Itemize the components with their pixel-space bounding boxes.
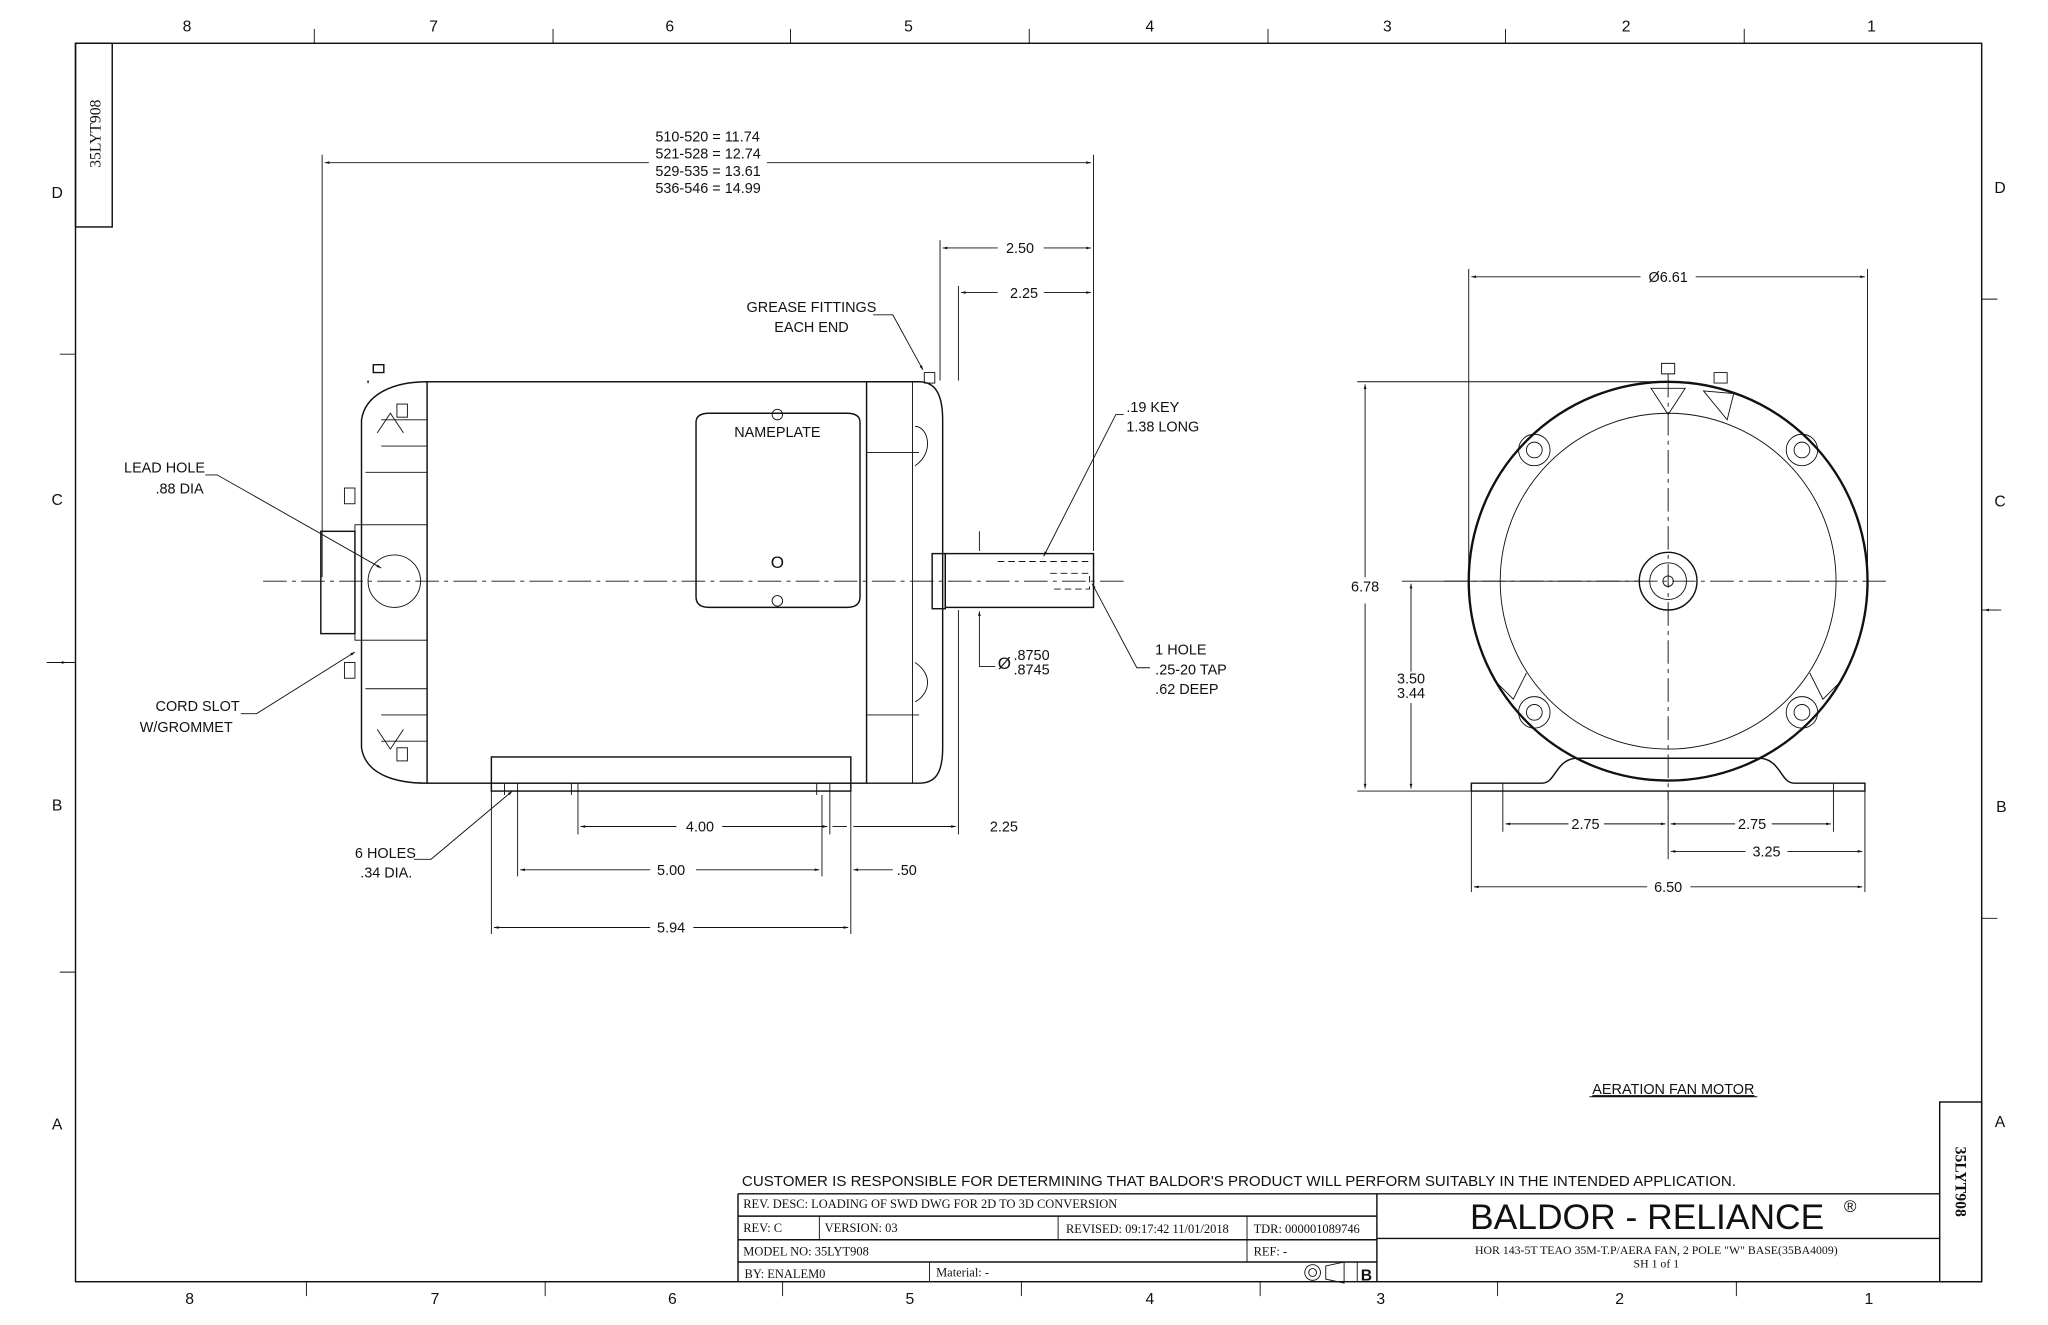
sheet-number: SH 1 of 1 [1634, 1256, 1680, 1270]
zone-col: 8 [185, 1291, 194, 1308]
dimension-2-75-left: 2.75 [1571, 817, 1599, 833]
zone-row: A [52, 1117, 63, 1134]
tap-hole-note: 1 HOLE.25-20 TAP.62 DEEP [1155, 643, 1227, 698]
dimension-2-75-right: 2.75 [1738, 817, 1766, 833]
zone-col: 2 [1622, 18, 1631, 35]
dimension-4-00: 4.00 [686, 820, 714, 836]
shaft-diameter-dimension: .8750.8745 [1014, 648, 1050, 678]
dimension-2-25-bottom: 2.25 [990, 820, 1018, 836]
zone-col: 1 [1864, 1291, 1873, 1308]
sheet-size: B [1361, 1267, 1372, 1284]
revision: REV: C [743, 1221, 782, 1235]
zone-labels-top: 8 7 6 5 4 3 2 1 [183, 18, 1876, 35]
overall-length-dimension: 510-520 = 11.74 521-528 = 12.74 529-535 … [655, 130, 764, 197]
rear-endbell [866, 381, 944, 784]
lead-hole-boss [320, 530, 356, 635]
model-number: MODEL NO: 35LYT908 [743, 1244, 869, 1258]
drawing-description: HOR 143-5T TEAO 35M-T.P/AERA FAN, 2 POLE… [1475, 1243, 1838, 1257]
company-name: BALDOR - RELIANCE [1470, 1197, 1824, 1237]
dimension-5-00: 5.00 [657, 863, 685, 879]
title-block: CUSTOMER IS RESPONSIBLE FOR DETERMINING … [737, 1173, 1940, 1284]
zone-row: A [1995, 1114, 2006, 1131]
dimension-6-50: 6.50 [1654, 880, 1682, 896]
front-diameter-dimension: Ø6.61 [1648, 270, 1687, 286]
zone-col: 6 [665, 18, 674, 35]
front-endbell [360, 381, 428, 784]
nameplate [695, 412, 861, 609]
zone-col: 3 [1376, 1291, 1385, 1308]
side-view: NAMEPLATE O 510-520 = 11.74 521-528 = 12… [124, 127, 1227, 937]
zone-col: 5 [905, 1291, 914, 1308]
front-height-dimension: 6.78 [1351, 580, 1379, 596]
zone-row: D [51, 185, 62, 202]
zone-col: 4 [1146, 1291, 1155, 1308]
zone-col: 2 [1615, 1291, 1624, 1308]
disclaimer: CUSTOMER IS RESPONSIBLE FOR DETERMINING … [742, 1173, 1736, 1190]
reference: REF: - [1254, 1244, 1288, 1258]
motor-body [426, 381, 868, 784]
tdr-number: TDR: 000001089746 [1254, 1222, 1360, 1236]
drawing-number: 35LYT908 [1951, 1147, 1968, 1217]
zone-row: C [1994, 493, 2005, 510]
zone-col: 8 [183, 18, 192, 35]
zone-labels-bottom: 8 7 6 5 4 3 2 1 [185, 1291, 1873, 1308]
drawing-number: 35LYT908 [87, 99, 104, 167]
rev-description: REV. DESC: LOADING OF SWD DWG FOR 2D TO … [743, 1197, 1117, 1211]
zone-col: 3 [1383, 18, 1392, 35]
drawing-number-box [74, 42, 113, 228]
lead-hole-note: LEAD HOLE.88 DIA [124, 460, 205, 497]
dimension-2-25: 2.25 [1010, 286, 1038, 302]
dimension-0-50: .50 [897, 863, 917, 879]
nameplate-mark: O [771, 553, 784, 572]
dimension-2-50: 2.50 [1006, 241, 1034, 257]
mounting-base [490, 756, 852, 792]
zone-col: 7 [431, 1291, 440, 1308]
third-angle-projection-icon [1304, 1261, 1345, 1284]
drawn-by: BY: ENALEM0 [745, 1267, 826, 1281]
front-base [1470, 757, 1866, 792]
zone-row: D [1994, 180, 2005, 197]
zone-labels-sides: D C B A D C B A [51, 180, 2006, 1134]
diameter-symbol: Ø [998, 654, 1011, 673]
dimension-5-94: 5.94 [657, 921, 685, 937]
zone-col: 7 [429, 18, 438, 35]
material: Material: - [936, 1265, 989, 1279]
dimension-3-25: 3.25 [1752, 845, 1780, 861]
version: VERSION: 03 [825, 1221, 898, 1235]
registered-mark: ® [1844, 1197, 1857, 1216]
mounting-holes-note: 6 HOLES.34 DIA. [355, 846, 416, 882]
grease-fitting [923, 372, 936, 384]
shaft [944, 552, 1095, 609]
zone-col: 1 [1867, 18, 1876, 35]
drawing-caption: AERATION FAN MOTOR [1592, 1082, 1754, 1098]
zone-col: 5 [904, 18, 913, 35]
zone-row: B [1996, 799, 2007, 816]
bolt-bosses [1493, 362, 1843, 729]
nameplate-label: NAMEPLATE [734, 425, 820, 441]
zone-col: 4 [1146, 18, 1155, 35]
drawing-number-box [1938, 1101, 1983, 1283]
zone-row: B [52, 798, 63, 815]
revised-date: REVISED: 09:17:42 11/01/2018 [1066, 1222, 1229, 1236]
zone-row: C [51, 492, 62, 509]
zone-ticks [59, 28, 1998, 1297]
zone-col: 6 [668, 1291, 677, 1308]
